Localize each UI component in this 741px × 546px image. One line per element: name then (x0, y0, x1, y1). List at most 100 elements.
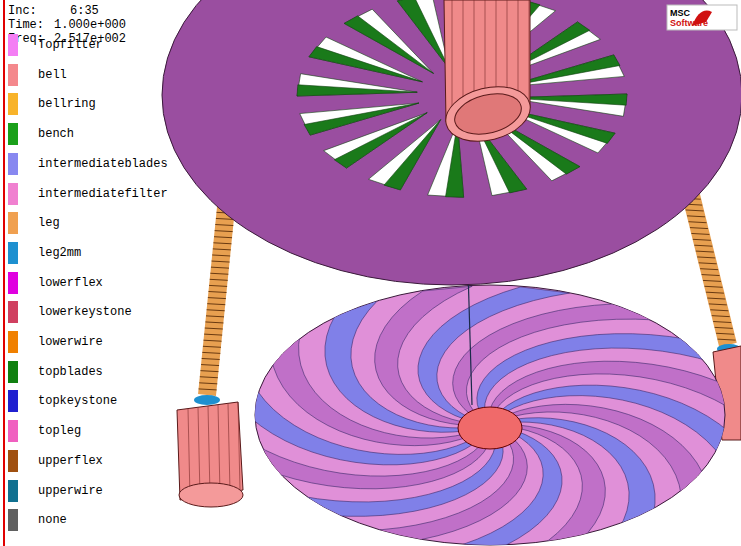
coil-turn (707, 298, 725, 299)
leg-foot-end (179, 483, 243, 507)
facet (452, 0, 453, 112)
coil-turn (689, 222, 707, 223)
legend-swatch (8, 123, 18, 145)
logo-text: Software (670, 18, 708, 28)
blade (297, 74, 417, 96)
coil-turn (703, 280, 721, 281)
coil-turn (693, 239, 711, 240)
coil-turn (715, 327, 733, 328)
legend-swatch (8, 420, 18, 442)
leg-ring (194, 395, 220, 405)
legend-swatch (8, 153, 18, 175)
coil-turn (200, 371, 218, 372)
legend-swatch (8, 450, 18, 472)
coil-turn (213, 243, 231, 244)
facet (529, 0, 530, 112)
coil-turn (203, 346, 221, 347)
header-text: 6:35 (70, 4, 99, 18)
frame-line (3, 0, 5, 546)
legend-swatch (8, 64, 18, 86)
legend-text: bell (38, 68, 67, 82)
coil-turn (201, 365, 219, 366)
legend-text: Topfilter (38, 38, 103, 52)
facet (208, 406, 210, 495)
legend-swatch (8, 361, 18, 383)
legend-text: upperflex (38, 454, 103, 468)
facet (218, 405, 220, 494)
header-text: Inc: (8, 4, 37, 18)
cylinder-bore (450, 87, 525, 140)
blade (397, 0, 449, 68)
facet (463, 0, 464, 112)
legend-text: lowerwire (38, 335, 103, 349)
coil-turn (696, 251, 714, 252)
coil-turn (713, 322, 731, 323)
coil-turn (199, 383, 217, 384)
hub (458, 407, 522, 449)
facet (238, 402, 240, 490)
coil-turn (710, 310, 728, 311)
legend-text: leg2mm (38, 246, 81, 260)
legend-swatch (8, 509, 18, 531)
coil-turn (686, 210, 704, 211)
coil-turn (709, 304, 727, 305)
coil-turn (214, 237, 232, 238)
legend-swatch (8, 183, 18, 205)
logo-box (667, 5, 737, 30)
legend-text: topblades (38, 365, 103, 379)
coil-turn (204, 334, 222, 335)
legend-swatch (8, 272, 18, 294)
coil-turn (210, 273, 228, 274)
legend-text: topkeystone (38, 394, 117, 408)
legend-swatch (8, 212, 18, 234)
coil-turn (202, 352, 220, 353)
legend-text: bellring (38, 97, 96, 111)
legend-swatch (8, 242, 18, 264)
coil-turn (687, 216, 705, 217)
coil-turn (208, 298, 226, 299)
blade (300, 103, 419, 135)
coil-turn (213, 249, 231, 250)
legend-text: bench (38, 127, 74, 141)
coil-turn (712, 316, 730, 317)
facet (188, 409, 190, 499)
coil-turn (212, 261, 230, 262)
legend-text: lowerkeystone (38, 305, 132, 319)
logo-text: MSC (670, 8, 690, 18)
legend-swatch (8, 34, 18, 56)
coil-turn (697, 257, 715, 258)
legend-swatch (8, 390, 18, 412)
coil-turn (207, 310, 225, 311)
legend-swatch (8, 301, 18, 323)
coil-turn (202, 358, 220, 359)
legend-text: none (38, 513, 67, 527)
legend-text: intermediateblades (38, 157, 168, 171)
top-filter-disk (162, 0, 741, 285)
blade (304, 103, 419, 135)
legend-text: lowerflex (38, 276, 103, 290)
blade (397, 0, 449, 68)
coil-turn (694, 245, 712, 246)
coil-turn (211, 267, 229, 268)
coil-turn (704, 286, 722, 287)
coil-turn (204, 340, 222, 341)
swirl-blade (516, 418, 655, 546)
coil-turn (205, 322, 223, 323)
coil-turn (215, 231, 233, 232)
coil-turn (212, 255, 230, 256)
legend-swatch (8, 93, 18, 115)
legend-text: leg (38, 216, 60, 230)
coil-turn (699, 263, 717, 264)
coil-turn (700, 269, 718, 270)
coil-turn (702, 275, 720, 276)
legend-text: topleg (38, 424, 81, 438)
cylinder-end (440, 78, 536, 149)
coil-turn (215, 225, 233, 226)
coil-turn (205, 328, 223, 329)
facet (228, 403, 230, 491)
coil-turn (691, 233, 709, 234)
coil-turn (200, 377, 218, 378)
blade (297, 85, 417, 96)
coil-turn (706, 292, 724, 293)
